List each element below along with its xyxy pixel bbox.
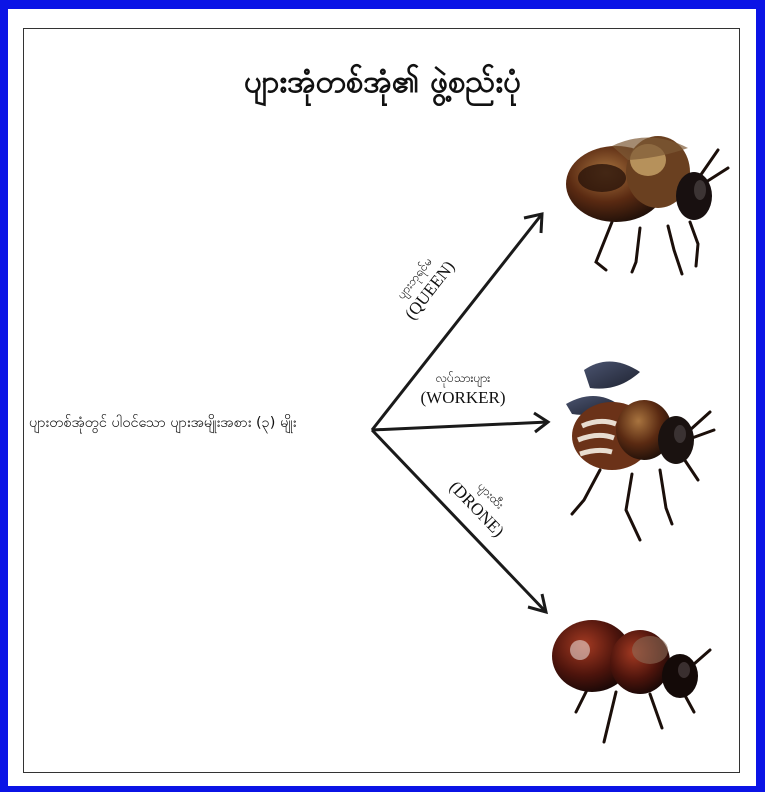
branch-label-worker: လုပ်သားပျား (WORKER): [408, 370, 518, 408]
worker-label-en: (WORKER): [408, 388, 518, 408]
worker-bee-image: [566, 361, 714, 540]
drone-bee-image: [552, 620, 710, 742]
worker-label-my: လုပ်သားပျား: [408, 370, 518, 388]
arrow-worker: [372, 413, 548, 432]
queen-bee-image: [566, 136, 728, 274]
